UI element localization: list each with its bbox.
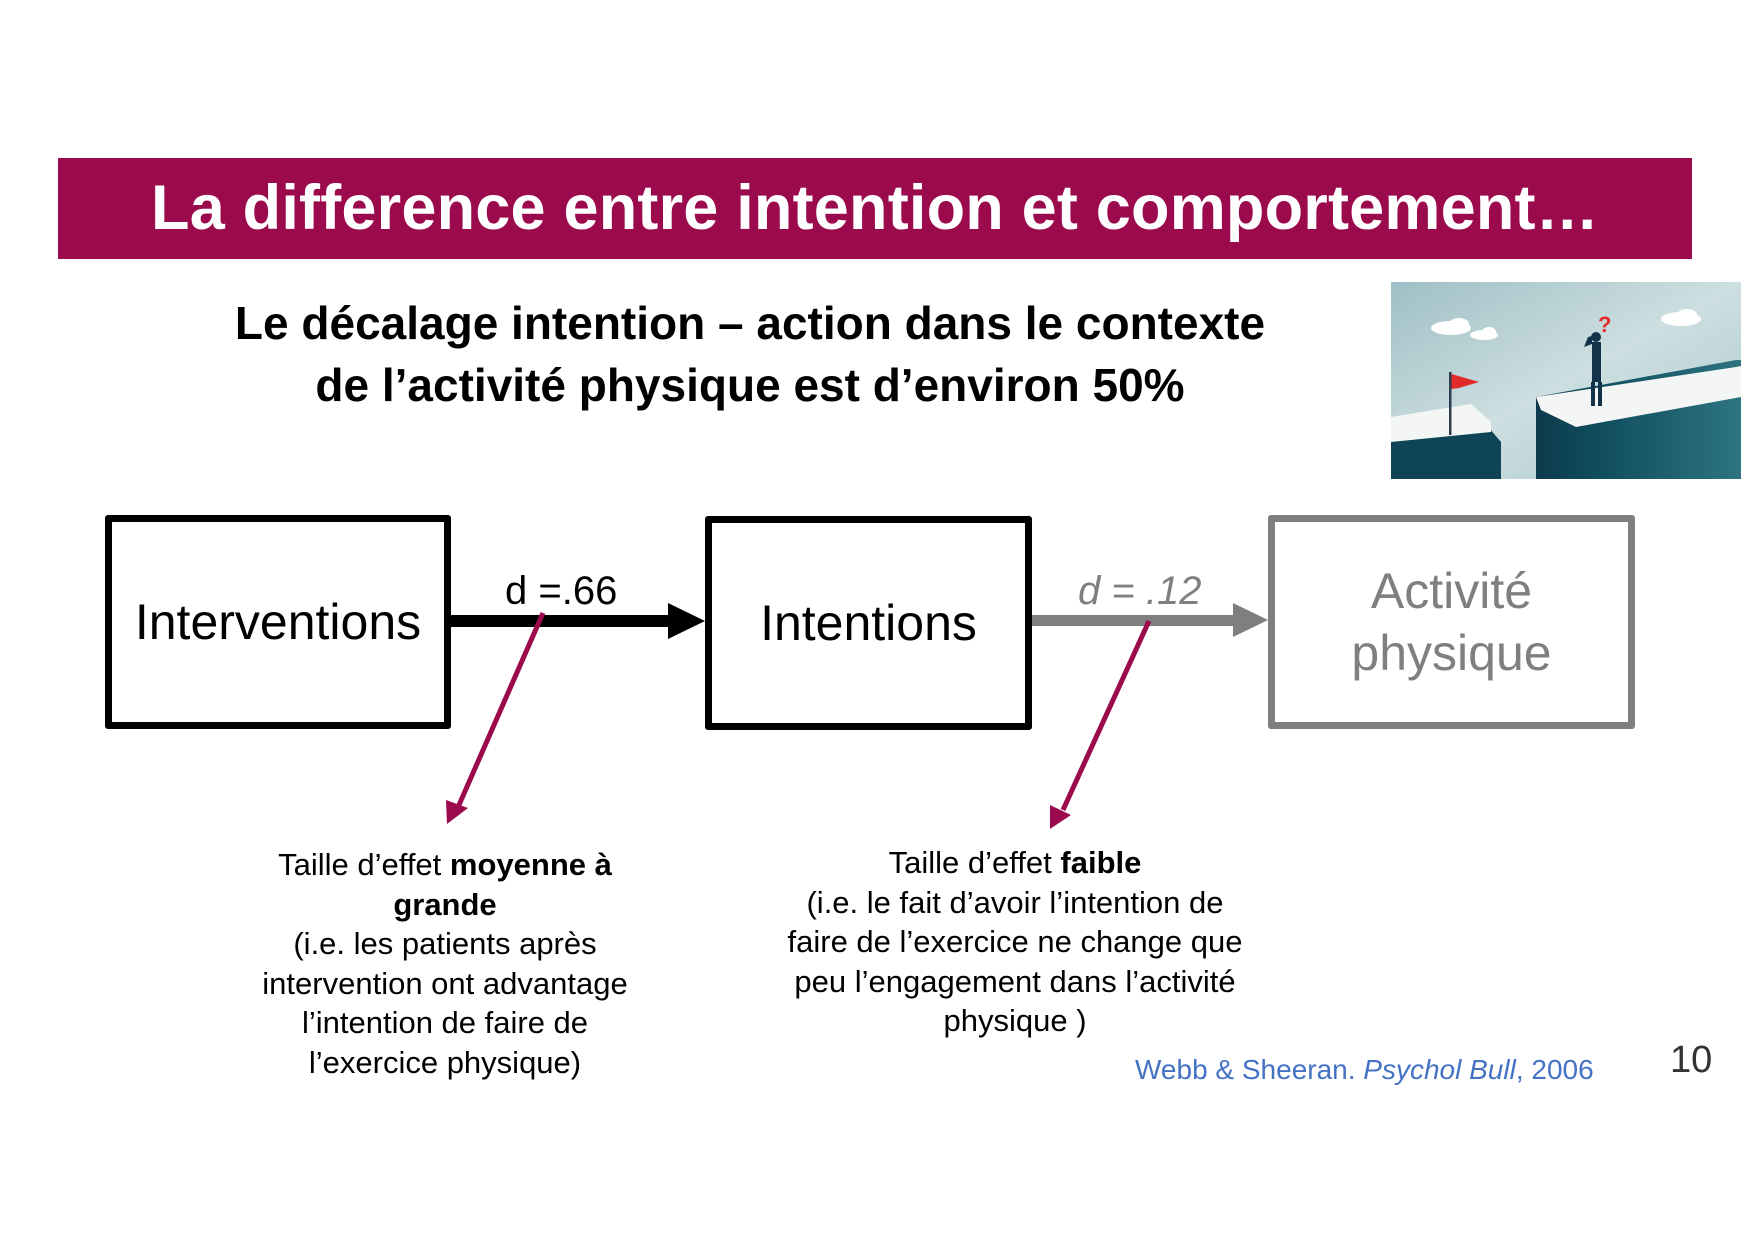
cliff-gap-illustration: ? bbox=[1391, 282, 1741, 479]
node-physical-activity: Activité physique bbox=[1268, 515, 1635, 729]
page-number: 10 bbox=[1670, 1039, 1713, 1081]
callout-arrow-right bbox=[1050, 619, 1152, 829]
note-right-line: peu l’engagement dans l’activité bbox=[794, 963, 1236, 999]
note-right-bold: faible bbox=[1060, 845, 1142, 880]
note-right-prefix: Taille d’effet bbox=[888, 845, 1061, 880]
note-left-line: (i.e. les patients après bbox=[293, 926, 597, 961]
node-intentions: Intentions bbox=[705, 516, 1032, 730]
note-right-line: faire de l’exercice ne change que bbox=[787, 924, 1243, 959]
note-left-bold-2: grande bbox=[393, 886, 497, 922]
callout-arrow-left bbox=[446, 611, 546, 824]
node-interventions: Interventions bbox=[105, 515, 451, 729]
citation-year: , 2006 bbox=[1515, 1054, 1594, 1085]
effect-size-label-intentions: d = .12 bbox=[1078, 569, 1202, 613]
note-right-line: physique ) bbox=[943, 1003, 1087, 1038]
subtitle-line-2: de l’activité physique est d’environ 50% bbox=[315, 359, 1185, 411]
citation: Webb & Sheeran. Psychol Bull, 2006 bbox=[1135, 1054, 1594, 1086]
arrow-interventions-to-intentions bbox=[451, 603, 705, 639]
subtitle-line-1: Le décalage intention – action dans le c… bbox=[234, 297, 1266, 349]
svg-text:?: ? bbox=[1598, 312, 1611, 337]
slide-title: La difference entre intention et comport… bbox=[58, 158, 1692, 259]
node-interventions-label: Interventions bbox=[134, 594, 422, 650]
citation-authors: Webb & Sheeran. bbox=[1135, 1054, 1364, 1085]
note-right-line: (i.e. le fait d’avoir l’intention de bbox=[806, 884, 1224, 920]
citation-journal: Psychol Bull bbox=[1363, 1054, 1516, 1085]
slide-subtitle: Le décalage intention – action dans le c… bbox=[110, 292, 1390, 416]
arrow-intentions-to-activity bbox=[1032, 603, 1268, 637]
node-activity-label-line1: Activité bbox=[1370, 563, 1533, 619]
note-left-line: intervention ont advantage bbox=[262, 965, 628, 1001]
cliff-gap-icon: ? bbox=[1391, 282, 1741, 479]
note-small-effect: Taille d’effet faible (i.e. le fait d’av… bbox=[765, 843, 1265, 1041]
note-medium-large-effect: Taille d’effet moyenne à grande (i.e. le… bbox=[235, 845, 655, 1082]
effect-size-label-interventions: d =.66 bbox=[505, 569, 618, 613]
node-activity-label-line2: physique bbox=[1351, 625, 1552, 681]
note-left-line: l’exercice physique) bbox=[308, 1044, 582, 1080]
note-left-line: l’intention de faire de bbox=[301, 1005, 589, 1040]
note-left-prefix: Taille d’effet bbox=[278, 847, 450, 882]
node-intentions-label: Intentions bbox=[760, 595, 977, 651]
note-left-bold: moyenne à bbox=[449, 847, 612, 882]
